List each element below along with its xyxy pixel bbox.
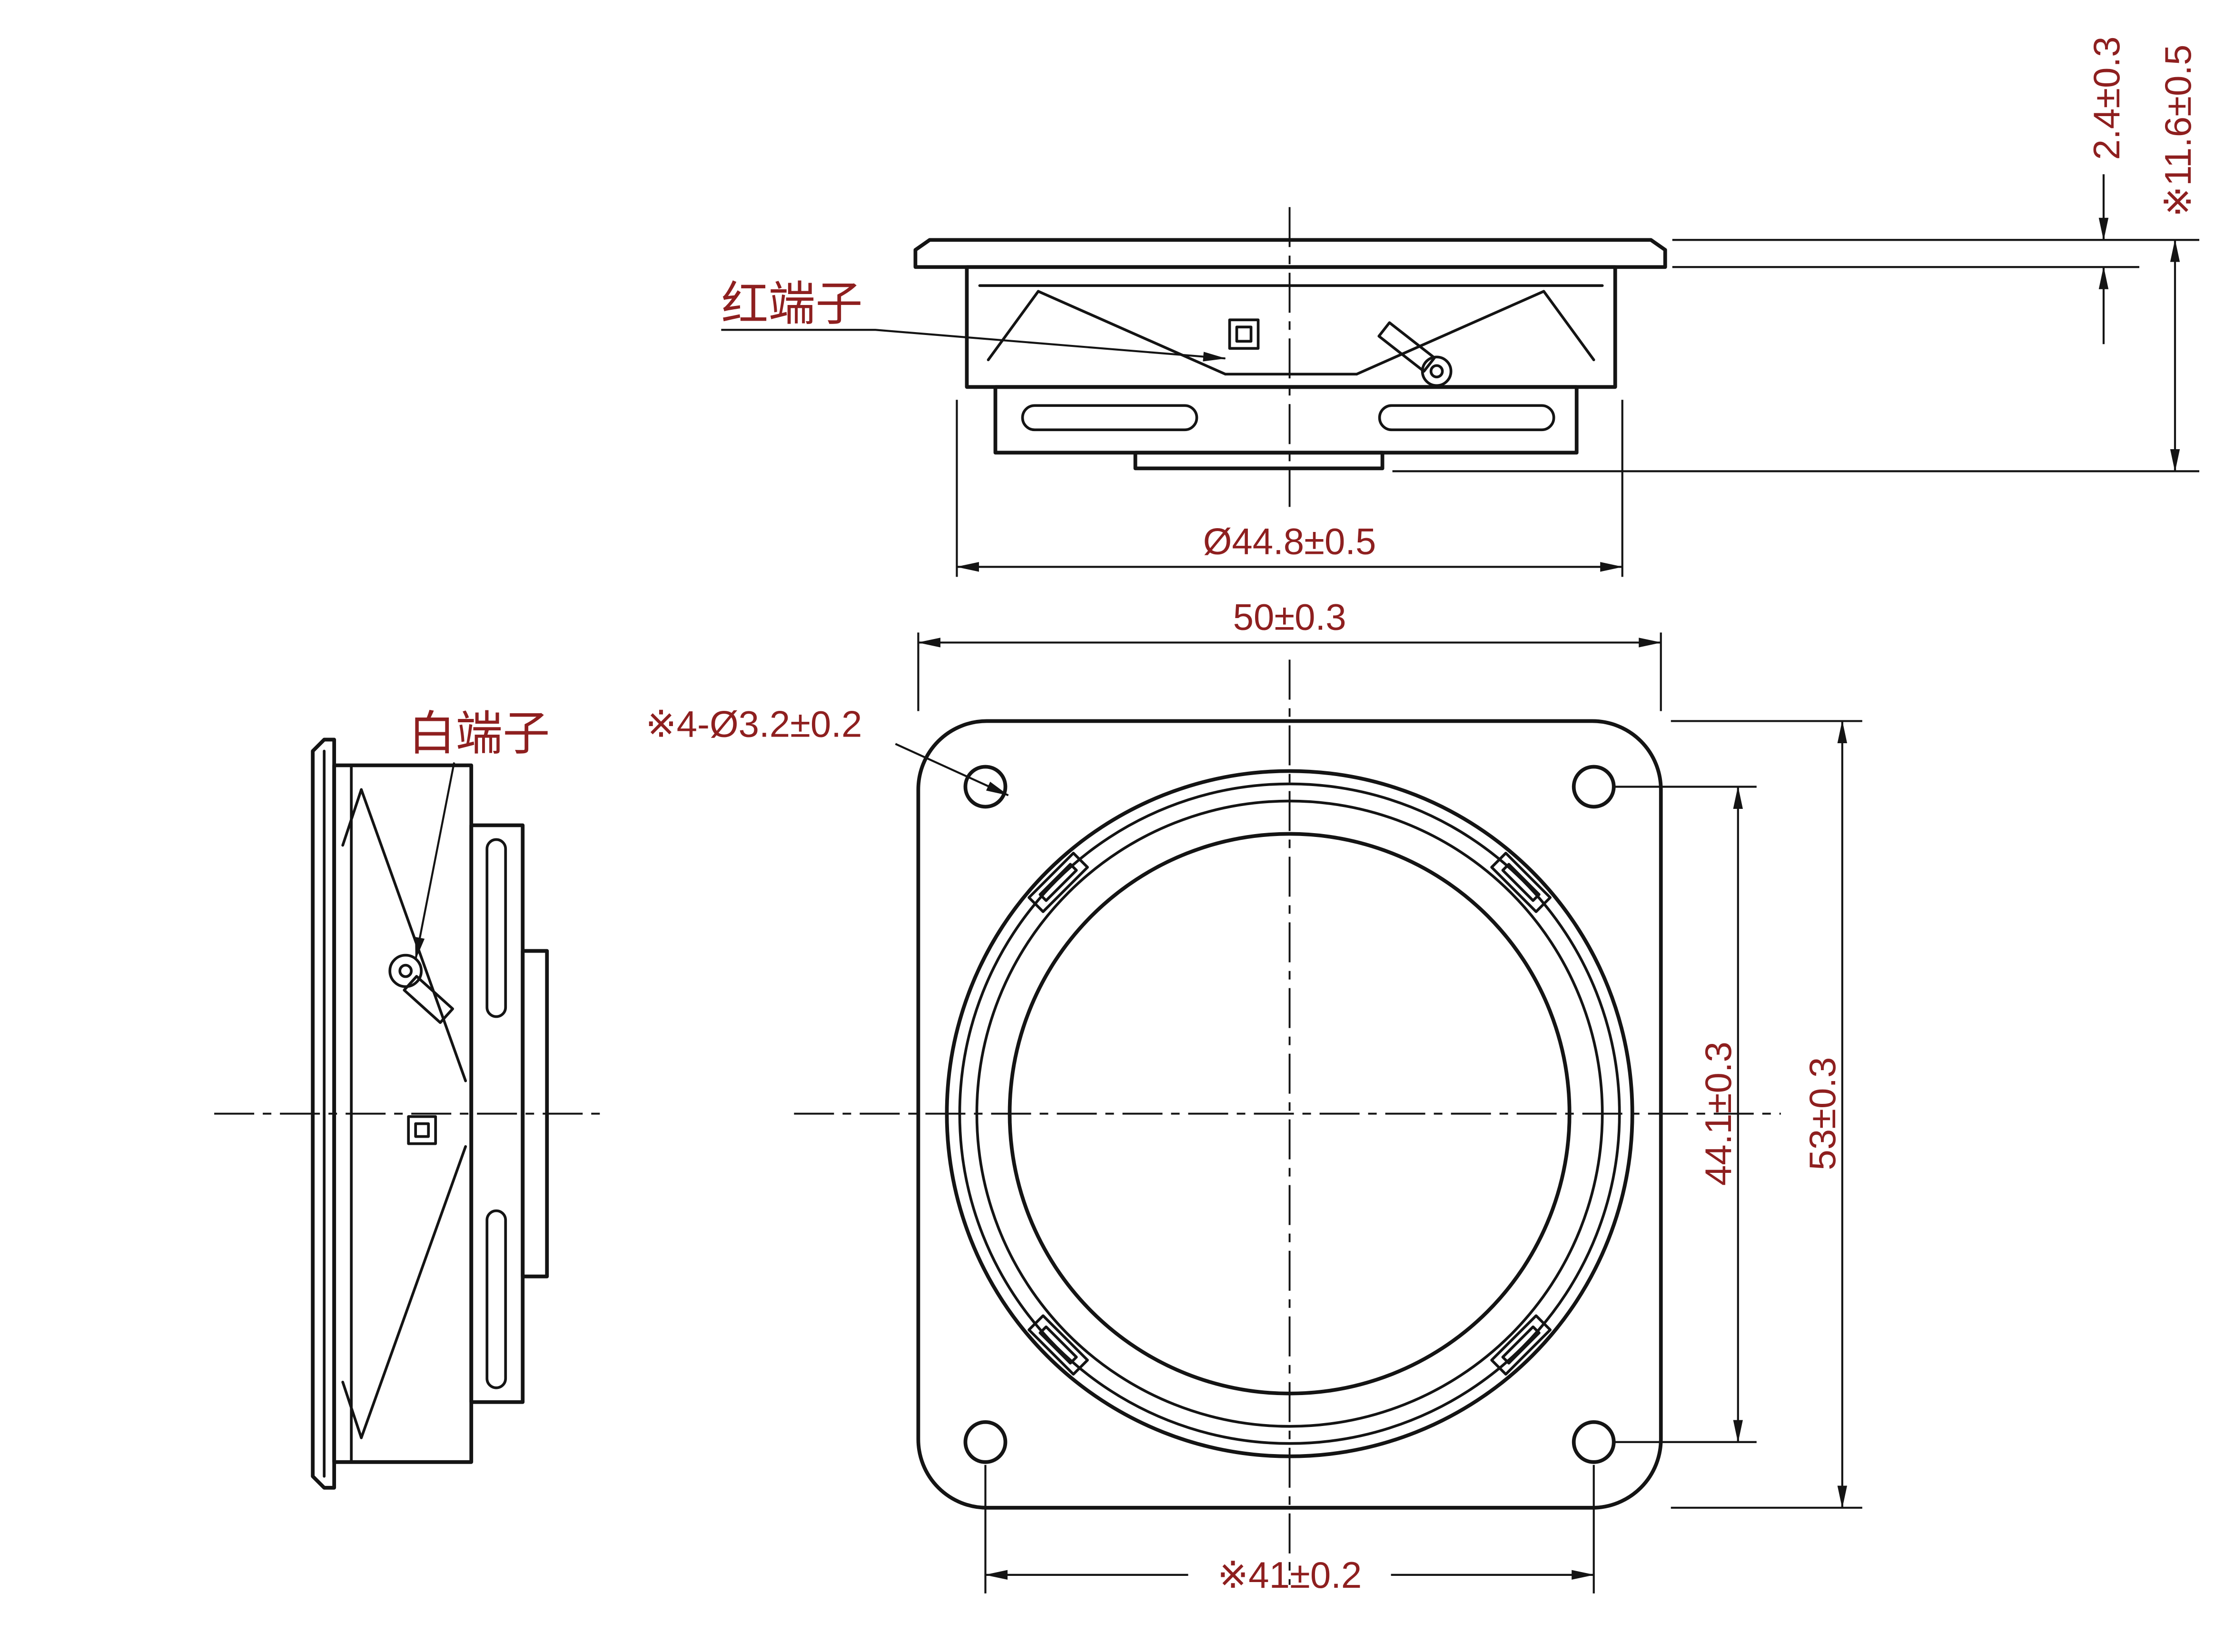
callout-text-red-terminal: 红端子 <box>721 277 862 330</box>
top-cone-lines <box>978 284 1604 376</box>
top-magnet-plate <box>1133 451 1384 471</box>
clip-tab-top-right <box>1490 852 1552 913</box>
leader-red-terminal <box>721 329 1226 362</box>
clip-tab-top-left <box>1028 852 1089 913</box>
side-terminal-square <box>407 1115 437 1145</box>
side-section-view <box>311 738 549 1490</box>
leader-mounting-holes <box>895 743 1009 796</box>
dimension-lines <box>917 174 2180 1580</box>
dim-text-hole-pitch-vertical: 44.1±0.3 <box>1697 1042 1739 1186</box>
dim-text-flange-thickness: 2.4±0.3 <box>2086 37 2127 160</box>
leader-lines <box>415 329 1226 961</box>
front-clip-tabs <box>1028 852 1552 1376</box>
callout-text-mounting-holes: ※4-Ø3.2±0.2 <box>645 703 862 745</box>
centerlines <box>214 207 1781 1585</box>
top-section-view <box>913 238 1667 471</box>
dim-text-total-depth: ※11.6±0.5 <box>2157 45 2199 217</box>
dim-text-hole-pitch-horizontal: ※41±0.2 <box>1217 1554 1362 1596</box>
side-flange <box>311 738 336 1490</box>
top-terminal-square <box>1228 318 1260 350</box>
top-vent-slots <box>1021 404 1555 432</box>
dim-text-frame-width: 50±0.3 <box>1233 596 1346 638</box>
top-flange <box>913 238 1667 269</box>
callout-text-white-terminal: 白端子 <box>408 707 550 759</box>
side-terminal-pin <box>388 954 455 1024</box>
clip-tab-bottom-left <box>1028 1314 1089 1376</box>
top-basket <box>993 385 1579 455</box>
side-vent-slots <box>485 838 507 1389</box>
clip-tab-bottom-right <box>1490 1314 1552 1376</box>
dim-text-frame-height: 53±0.3 <box>1801 1057 1843 1170</box>
dim-text-cone-diameter: Ø44.8±0.5 <box>1203 520 1376 562</box>
leader-white-terminal <box>415 762 455 961</box>
top-terminal-pin <box>1377 321 1453 387</box>
